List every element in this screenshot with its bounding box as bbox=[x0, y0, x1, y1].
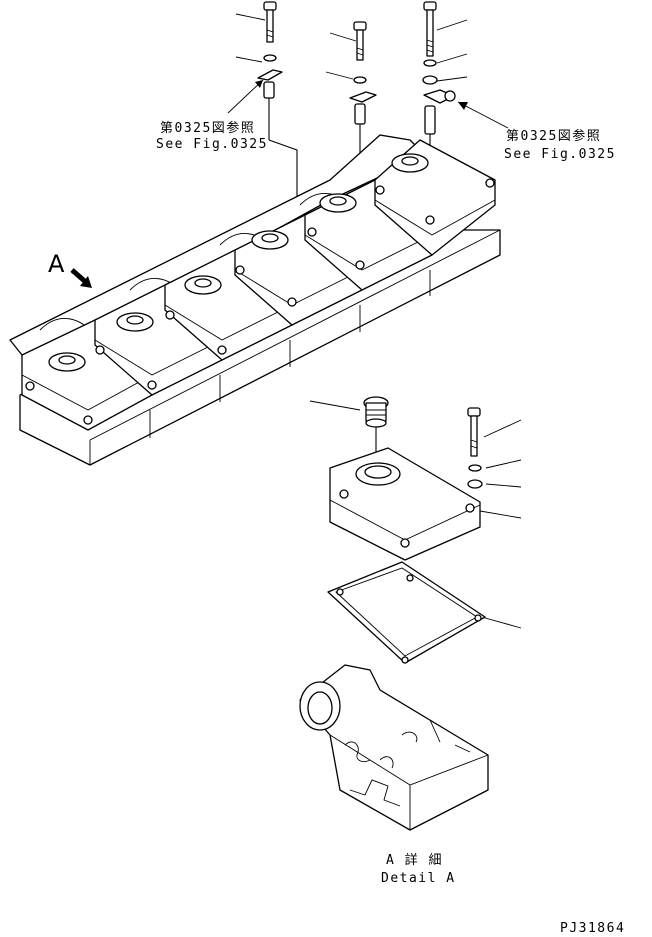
ref-right-jp: 第0325図参照 bbox=[506, 128, 601, 144]
detail-caption-jp: A 詳 細 bbox=[386, 852, 443, 868]
cover-gasket bbox=[327, 561, 486, 664]
washer-middle bbox=[353, 76, 367, 84]
rocker-cover-6 bbox=[374, 139, 496, 256]
ref-left-en: See Fig.0325 bbox=[156, 137, 268, 152]
bolt-right bbox=[423, 1, 437, 57]
ref-right-en: See Fig.0325 bbox=[504, 147, 616, 162]
leader-lines bbox=[235, 13, 522, 629]
bolt-left bbox=[263, 1, 277, 43]
cylinder-head-detail-a bbox=[299, 664, 489, 831]
clamp-middle bbox=[349, 91, 377, 125]
clamp-right bbox=[423, 89, 456, 135]
flat-washer-right bbox=[422, 75, 438, 85]
reference-arrow-right bbox=[457, 101, 509, 129]
flat-washer-cover bbox=[467, 479, 483, 489]
drawing-number: PJ31864 bbox=[560, 921, 625, 936]
reference-arrow-left bbox=[227, 79, 264, 114]
washer-right bbox=[423, 59, 437, 67]
spring-washer-cover bbox=[468, 464, 482, 472]
clamp-left bbox=[257, 69, 283, 99]
rocker-cover-detail bbox=[329, 447, 481, 561]
bolt-middle bbox=[353, 21, 367, 61]
oil-filler-cap bbox=[363, 396, 389, 428]
svg-text:A: A bbox=[48, 250, 65, 278]
bolt-cover bbox=[467, 407, 481, 457]
ref-left-jp: 第0325図参照 bbox=[160, 120, 255, 136]
cylinder-head-assembly bbox=[9, 134, 501, 466]
view-arrow-a: A bbox=[48, 250, 92, 288]
detail-caption-en: Detail A bbox=[381, 871, 456, 886]
washer-left bbox=[263, 54, 277, 62]
